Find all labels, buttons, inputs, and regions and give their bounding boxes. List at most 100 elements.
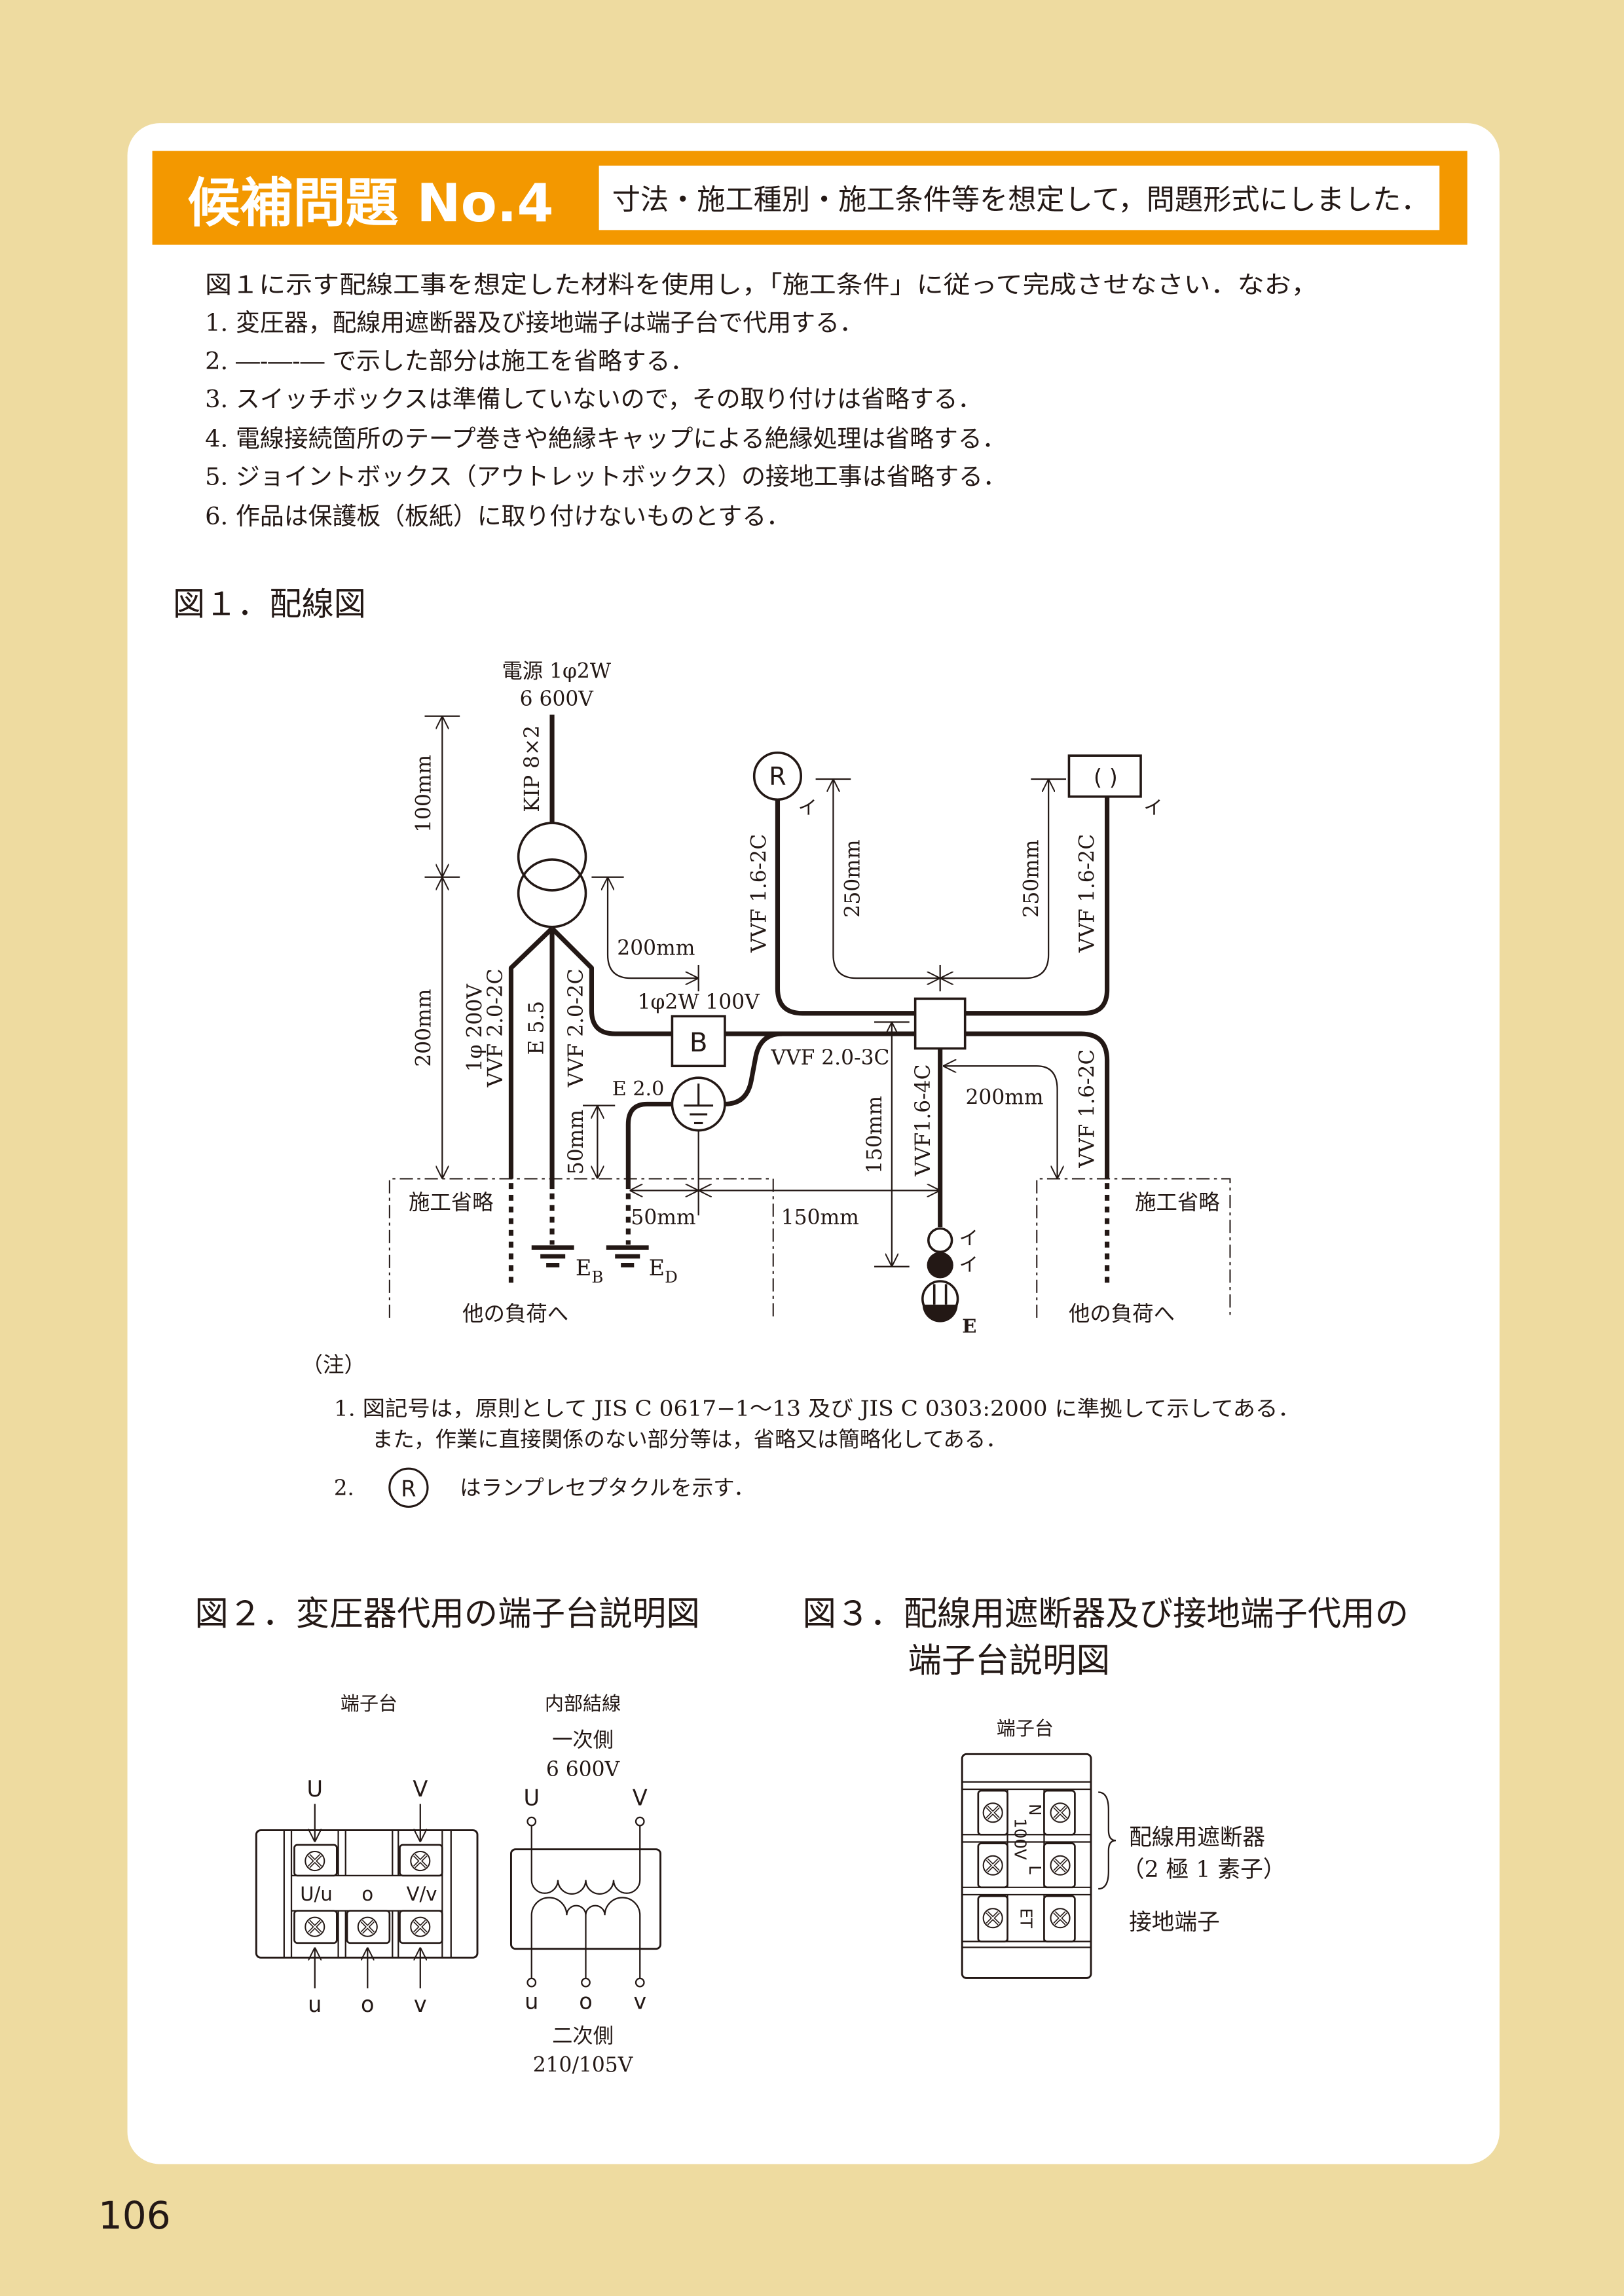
notes: （注） 1. 図記号は，原則として JIS C 0617−1〜13 及び JIS… [302, 1353, 1301, 1508]
source-voltage: 6 600V [520, 687, 595, 711]
ed-label: ED [649, 1255, 678, 1286]
figure2-terminal-block: 端子台 U V u o v U/u o V/v [255, 1692, 479, 2017]
fig3-block-label: 端子台 [997, 1717, 1054, 1740]
figure2-title: 図２．変圧器代用の端子台説明図 [194, 1595, 699, 1634]
cable-lower-right: VVF 1.6-2C [1075, 1049, 1099, 1169]
header-subtitle: 寸法・施工種別・施工条件等を想定して，問題形式にしました． [612, 184, 1430, 217]
breaker-label-fig3: 配線用遮断器 [1129, 1825, 1265, 1851]
condition-5: 5. ジョイントボックス（アウトレットボックス）の接地工事は省略する． [205, 462, 1007, 490]
primary-label: 一次側 [552, 1728, 614, 1752]
page-number: 106 [98, 2193, 171, 2238]
eb-label: EB [576, 1255, 604, 1286]
note-2-text: はランプレセプタクルを示す． [460, 1475, 754, 1500]
secondary-voltage: 210/105V [533, 2054, 634, 2077]
cable-vvf20-2c: VVF 2.0-2C [564, 969, 588, 1088]
screw-icon [358, 1918, 377, 1937]
figure3-title-line1: 図３．配線用遮断器及び接地端子代用の [802, 1595, 1409, 1634]
screw-icon [305, 1851, 324, 1870]
fig3-L: L [1025, 1865, 1044, 1874]
figure2-internal-wiring: 内部結線 一次側 6 600V 二次側 210/105V U V u o v [509, 1692, 662, 2077]
fig3-N: N [1025, 1804, 1044, 1815]
screw-icon [984, 1908, 1003, 1927]
e20-label: E 2.0 [612, 1078, 665, 1101]
kip-label: KIP 8×2 [521, 725, 544, 812]
fig2-Uu: U/u [300, 1883, 332, 1905]
fig2-U: U [307, 1776, 323, 1802]
dim-150mm-vert: 150mm [863, 1096, 887, 1174]
dim-50mm-horiz: 50mm [631, 1206, 695, 1230]
fig2-o-mid: o [361, 1883, 373, 1905]
ground-ed-symbol [606, 1245, 649, 1267]
int-v: v [633, 1988, 646, 2014]
screw-icon [411, 1918, 430, 1937]
dim-200mm-top: 200mm [617, 936, 695, 960]
cable-e55: E 5.5 [525, 1001, 549, 1055]
junction-box [913, 997, 967, 1050]
transformer-symbol [517, 822, 587, 928]
note-2-r-label: R [401, 1476, 416, 1502]
outlet-with-earth-symbol [921, 1280, 959, 1322]
figure3-terminal-block: 端子台 100V N L ET 配線用遮断器 （2 極 1 素子） 接 [961, 1717, 1285, 1979]
condition-6: 6. 作品は保護板（板紙）に取り付けないものとする． [205, 502, 790, 530]
dim-200mm-right: 200mm [966, 1085, 1044, 1109]
switch-symbol [927, 1227, 953, 1254]
screw-icon [411, 1851, 430, 1870]
int-U: U [523, 1785, 540, 1811]
i-label-switch: イ [959, 1227, 978, 1249]
int-o: o [579, 1988, 593, 2014]
fig3-100v: 100V [1011, 1818, 1030, 1860]
supply-100v-label: 1φ2W 100V [638, 991, 761, 1014]
source-label: 電源 1φ2W [502, 660, 612, 683]
internal-label: 内部結線 [545, 1692, 621, 1715]
screw-icon [984, 1803, 1003, 1822]
note-2-r-symbol [388, 1467, 429, 1508]
breaker-sub-fig3: （2 極 1 素子） [1122, 1857, 1285, 1883]
fig3-ET: ET [1017, 1908, 1036, 1929]
secondary-label: 二次側 [552, 2024, 614, 2048]
other-loads-right: 他の負荷へ [1069, 1301, 1175, 1326]
dim-200mm-left: 200mm [412, 989, 435, 1067]
condition-3: 3. スイッチボックスは準備していないので，その取り付けは省略する． [205, 385, 982, 413]
other-loads-left: 他の負荷へ [462, 1301, 568, 1326]
fig2-block-label: 端子台 [341, 1692, 397, 1715]
wiring-diagram: 電源 1φ2W 6 600V KIP 8×2 EB B R ( ) [388, 660, 1231, 1337]
primary-voltage: 6 600V [546, 1758, 621, 1781]
omitted-right: 施工省略 [1135, 1190, 1220, 1214]
note-1-line2: また，作業に直接関係のない部分等は，省略又は簡略化してある． [372, 1427, 1007, 1452]
breaker-label: B [690, 1028, 708, 1058]
figure3-title-line2: 端子台説明図 [908, 1641, 1110, 1681]
figure1-title: 図１．配線図 [173, 585, 366, 623]
fig2-Vv: V/v [407, 1883, 437, 1905]
cable-r: VVF 1.6-2C [748, 834, 771, 953]
header-title: 候補問題 No.4 [187, 172, 553, 234]
intro-lead: 図１に示す配線工事を想定した材料を使用し，「施工条件」に従って完成させなさい．な… [205, 271, 1318, 299]
i-label-r: イ [798, 797, 817, 819]
screw-icon [305, 1918, 324, 1937]
screw-icon [984, 1856, 1003, 1875]
cable-200v-a: 1φ 200V [464, 983, 487, 1072]
e-label-outlet: E [962, 1315, 976, 1337]
ground-eb-symbol [531, 1245, 574, 1267]
fig2-V: V [413, 1776, 428, 1802]
fig2-v: v [414, 1992, 427, 2017]
i-label-lamp: イ [959, 1253, 978, 1275]
notes-heading: （注） [302, 1353, 365, 1377]
dim-250mm-left: 250mm [841, 839, 865, 917]
dim-50mm-vert: 50mm [564, 1110, 588, 1175]
int-u: u [525, 1988, 538, 2014]
fig2-o: o [361, 1992, 375, 2017]
content-card [127, 123, 1500, 2164]
i-label-outlet: イ [1144, 797, 1163, 819]
fig2-u: u [308, 1992, 322, 2017]
int-V: V [633, 1785, 648, 1811]
intro: 図１に示す配線工事を想定した材料を使用し，「施工条件」に従って完成させなさい．な… [205, 271, 1318, 530]
condition-4: 4. 電線接続箇所のテープ巻きや絶縁キャップによる絶縁処理は省略する． [205, 424, 1006, 452]
note-1-line1: 1. 図記号は，原則として JIS C 0617−1〜13 及び JIS C 0… [334, 1396, 1301, 1421]
breaker-box [671, 1015, 726, 1068]
cable-3c: VVF 2.0-3C [770, 1046, 889, 1070]
earth-label-fig3: 接地端子 [1129, 1910, 1220, 1936]
condition-1: 1. 変圧器，配線用遮断器及び接地端子は端子台で代用する． [205, 309, 864, 337]
cable-200v-b: VVF 2.0-2C [484, 969, 507, 1088]
note-2-number: 2. [334, 1475, 354, 1500]
